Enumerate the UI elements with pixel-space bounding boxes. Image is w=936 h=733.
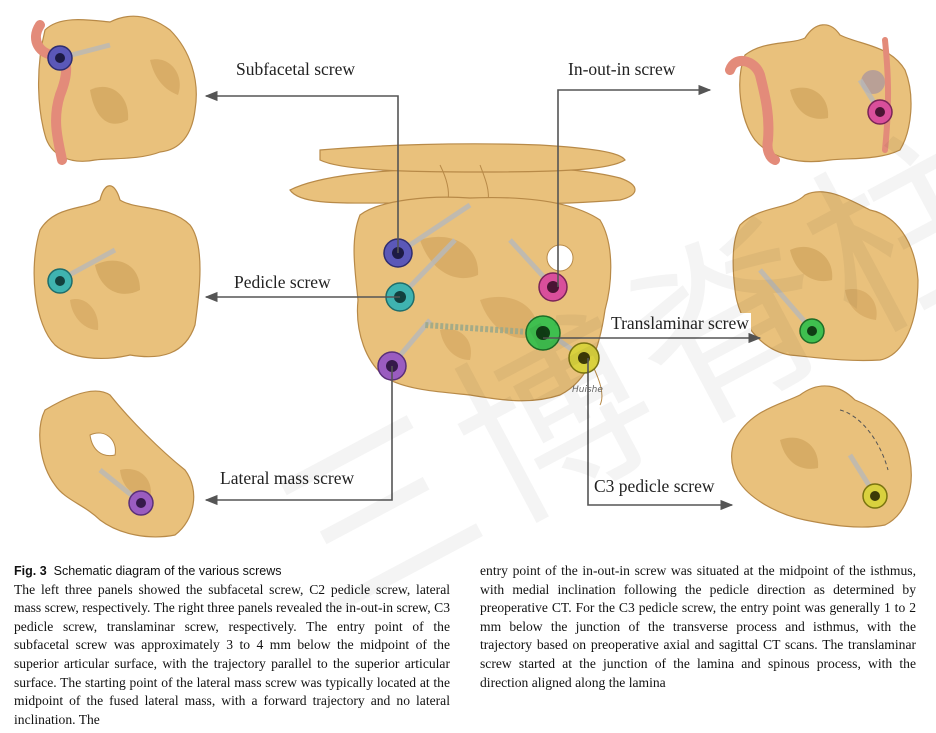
caption-title: Fig. 3 Schematic diagram of the various … xyxy=(14,562,450,581)
figure-title: Schematic diagram of the various screws xyxy=(53,564,282,578)
panel-lateral-mass xyxy=(39,390,195,538)
central-in-out-in-screw xyxy=(538,272,568,302)
figure-number: Fig. 3 xyxy=(14,564,47,578)
label-translaminar-screw: Translaminar screw xyxy=(609,313,751,333)
caption-body-right: entry point of the in-out-in screw was s… xyxy=(480,563,916,690)
central-vertebrae: Huishe xyxy=(289,143,636,406)
figure: Huishe Subfacetal screw Pedicle screw La… xyxy=(31,15,919,538)
panel-subfacetal xyxy=(31,15,197,165)
figure-illustration: Huishe xyxy=(31,15,919,538)
label-pedicle-screw: Pedicle screw xyxy=(232,272,333,292)
label-c3-pedicle-screw: C3 pedicle screw xyxy=(592,476,717,496)
label-in-out-in-screw: In-out-in screw xyxy=(566,59,678,79)
central-translaminar-screw xyxy=(525,315,561,351)
label-subfacetal-screw: Subfacetal screw xyxy=(234,59,358,79)
leader-lines xyxy=(204,84,762,511)
caption-column-left: Fig. 3 Schematic diagram of the various … xyxy=(14,562,450,729)
label-lateral-mass-screw: Lateral mass screw xyxy=(218,468,357,488)
panel-translaminar xyxy=(732,191,919,362)
central-c3-pedicle-screw xyxy=(568,342,600,374)
artery-shape xyxy=(31,20,72,165)
panel-pedicle xyxy=(33,185,201,360)
panel-in-out-in xyxy=(725,24,912,165)
caption-column-right: entry point of the in-out-in screw was s… xyxy=(480,562,916,692)
panel-c3-pedicle xyxy=(731,385,912,528)
caption-body-left: The left three panels showed the subface… xyxy=(14,581,450,727)
